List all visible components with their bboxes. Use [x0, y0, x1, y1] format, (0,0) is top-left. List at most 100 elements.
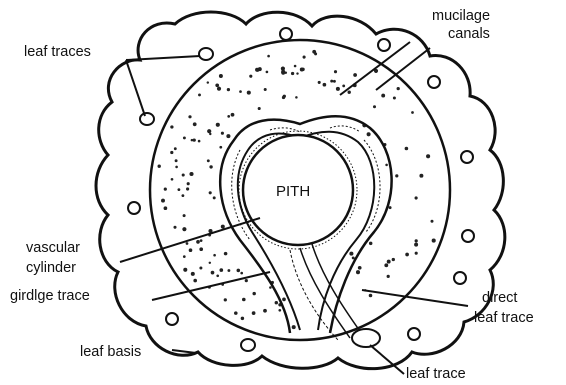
mucilage-dot — [258, 107, 261, 110]
mucilage-dot — [216, 123, 220, 127]
leaf-trace-hole — [166, 313, 178, 325]
mucilage-dot — [188, 115, 191, 118]
mucilage-dot — [269, 286, 272, 289]
mucilage-dot — [171, 178, 174, 181]
mucilage-dot — [373, 105, 376, 108]
mucilage-dot — [367, 132, 371, 136]
mucilage-dot — [395, 174, 398, 177]
label-leaf-trace: leaf trace — [406, 366, 466, 382]
mucilage-dot — [426, 154, 430, 158]
mucilage-dot — [414, 243, 418, 247]
mucilage-dot — [186, 242, 189, 245]
mucilage-dot — [292, 325, 296, 329]
mucilage-dot — [247, 91, 251, 95]
mucilage-dot — [392, 258, 395, 261]
mucilage-dot — [175, 159, 178, 162]
mucilage-dot — [291, 72, 294, 75]
mucilage-dot — [221, 132, 224, 135]
mucilage-dot — [257, 69, 260, 72]
mucilage-dot — [207, 129, 211, 133]
mucilage-dot — [296, 72, 298, 74]
mucilage-dot — [240, 272, 243, 275]
mucilage-dot — [224, 252, 228, 256]
mucilage-dot — [211, 271, 215, 275]
mucilage-dot — [182, 173, 185, 176]
label-vascular-line1: vascular — [26, 240, 80, 256]
mucilage-dot — [216, 274, 219, 277]
mucilage-dot — [303, 56, 306, 59]
mucilage-dot — [330, 80, 333, 83]
mucilage-dot — [231, 113, 235, 117]
mucilage-dot — [186, 187, 189, 190]
mucilage-dot — [348, 91, 351, 94]
mucilage-dot — [381, 94, 385, 98]
mucilage-dot — [170, 125, 173, 128]
leaf-trace-hole — [280, 28, 292, 40]
mucilage-dot — [193, 279, 197, 283]
mucilage-dot — [196, 240, 200, 244]
mucilage-dot — [282, 298, 286, 302]
mucilage-dot — [432, 239, 436, 243]
mucilage-dot — [217, 87, 221, 91]
mucilage-dot — [227, 269, 230, 272]
mucilage-dot — [349, 252, 353, 256]
mucilage-dot — [189, 248, 193, 252]
mucilage-dot — [207, 159, 210, 162]
label-mucilage-line1: mucilage — [432, 8, 490, 24]
mucilage-dot — [187, 182, 190, 185]
mucilage-dot — [281, 70, 285, 74]
mucilage-dot — [207, 81, 209, 83]
mucilage-dot — [393, 96, 396, 99]
mucilage-dot — [177, 188, 180, 191]
mucilage-dot — [275, 301, 278, 304]
mucilage-dot — [221, 225, 225, 229]
direct-leaf-trace-strand — [300, 248, 350, 338]
mucilage-dot — [183, 214, 186, 217]
mucilage-dot — [237, 269, 241, 273]
label-leaf-basis: leaf basis — [80, 344, 141, 360]
mucilage-dot — [164, 206, 168, 210]
mucilage-dot — [318, 81, 321, 84]
mucilage-dot — [278, 309, 281, 312]
leaf-trace-hole — [128, 202, 140, 214]
mucilage-dot — [387, 260, 391, 264]
mucilage-dot — [263, 309, 267, 313]
mucilage-dot — [181, 194, 184, 197]
mucilage-dot — [431, 220, 434, 223]
mucilage-dot — [198, 93, 201, 96]
leaf-trace-hole — [462, 230, 474, 242]
leaf-trace-ellipse — [352, 329, 380, 347]
mucilage-dot — [219, 74, 223, 78]
mucilage-dot — [415, 239, 418, 242]
mucilage-dot — [411, 111, 414, 114]
mucilage-dot — [182, 227, 186, 231]
mucilage-dot — [209, 191, 212, 194]
leaf-trace-hole — [378, 39, 390, 51]
mucilage-dot — [334, 70, 337, 73]
mucilage-dot — [385, 164, 388, 167]
mucilage-dot — [158, 165, 161, 168]
mucilage-dot — [227, 115, 230, 118]
mucilage-dot — [174, 147, 177, 150]
mucilage-dot — [209, 262, 211, 264]
mucilage-dot — [224, 298, 227, 301]
mucilage-dot — [219, 268, 223, 272]
mucilage-dot — [342, 85, 345, 88]
label-girdle-trace: girdlge trace — [10, 288, 90, 304]
mucilage-dot — [264, 88, 267, 91]
label-leaf-traces: leaf traces — [24, 44, 91, 60]
mucilage-dot — [183, 268, 187, 272]
label-vascular-line2: cylinder — [26, 260, 76, 276]
mucilage-dot — [405, 147, 409, 151]
mucilage-dot — [245, 279, 248, 282]
leaf-trace-hole — [241, 339, 255, 351]
mucilage-dot — [415, 196, 418, 199]
mucilage-dot — [199, 266, 202, 269]
mucilage-dot — [234, 311, 238, 315]
mucilage-dot — [164, 188, 167, 191]
mucilage-dot — [301, 68, 304, 71]
mucilage-dot — [175, 166, 178, 169]
mucilage-dot — [189, 172, 193, 176]
leaf-trace-hole — [461, 151, 473, 163]
